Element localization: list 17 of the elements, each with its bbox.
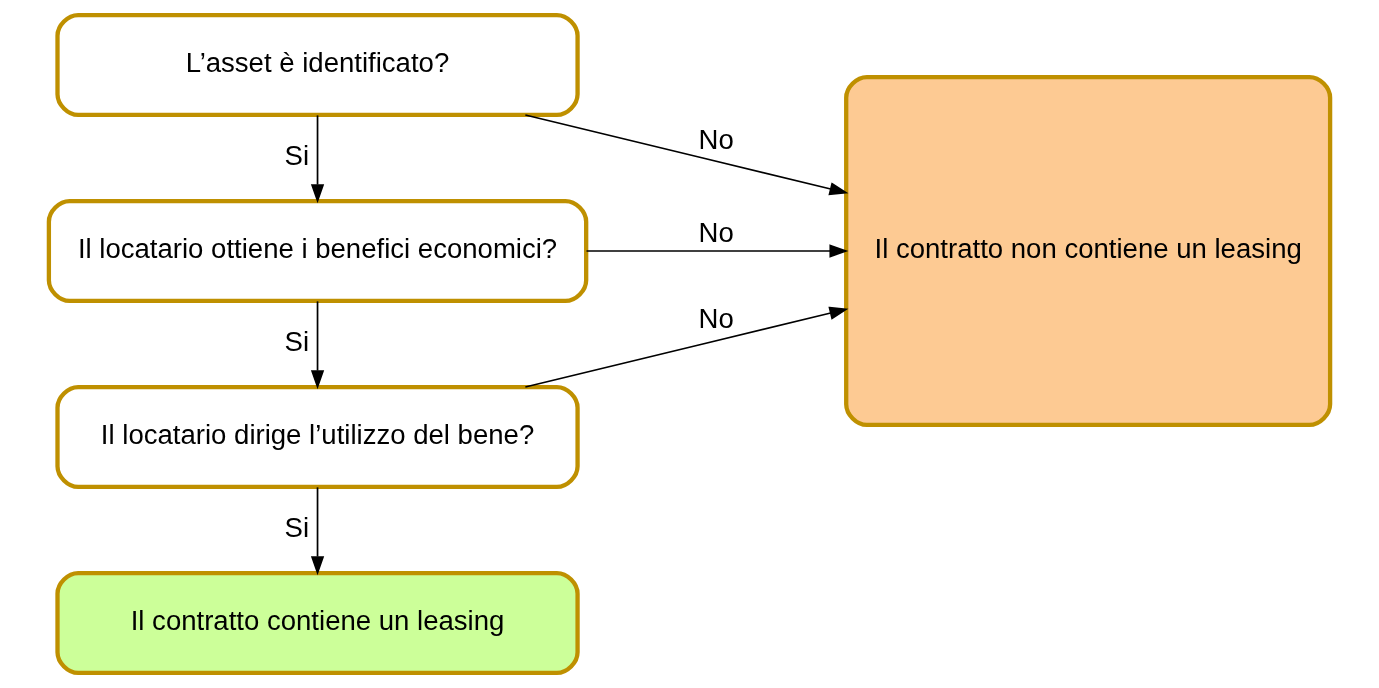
arrow: [310, 486, 325, 576]
node-box: Il contratto non contiene un leasing: [844, 74, 1333, 428]
node-box: Il contratto contiene un leasing: [55, 570, 580, 676]
arrow: [524, 306, 849, 388]
edge-label: Si: [284, 511, 310, 543]
node-box: Il locatario ottiene i benefici economici?: [46, 198, 589, 304]
node-box: L’asset è identificato?: [55, 12, 580, 118]
arrow: [310, 300, 325, 390]
edge-label: Si: [284, 325, 310, 357]
arrow: [524, 114, 849, 196]
edge-label: Si: [284, 139, 310, 171]
edge-label: No: [698, 124, 734, 156]
arrow: [310, 114, 325, 204]
arrow: [585, 244, 849, 258]
edge-label: No: [698, 217, 734, 249]
edge-label: No: [698, 303, 734, 335]
node-box: Il locatario dirige l’utilizzo del bene?: [55, 384, 580, 490]
